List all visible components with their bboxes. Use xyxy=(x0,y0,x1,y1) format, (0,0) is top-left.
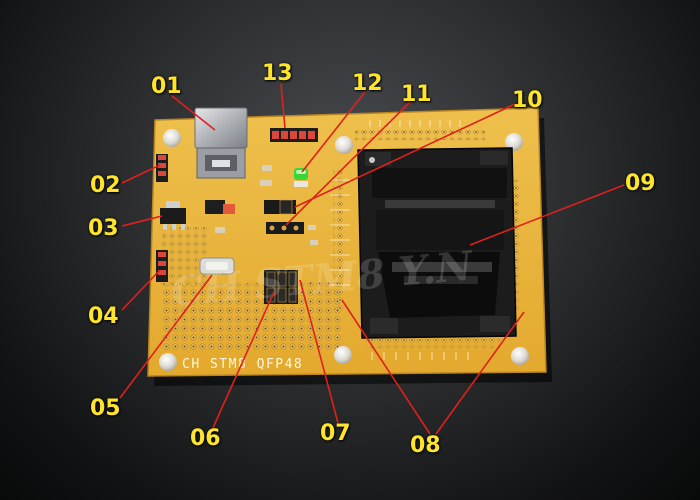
jumper-block xyxy=(264,270,298,304)
right-pin-column xyxy=(510,180,520,310)
standoff-bottom-left xyxy=(159,353,177,371)
top-pin-row xyxy=(355,130,485,140)
power-led xyxy=(294,168,308,187)
callout-06: 06 xyxy=(190,426,221,451)
callout-13: 13 xyxy=(262,61,293,86)
voltage-regulator xyxy=(160,201,186,230)
header-pins-lower-left xyxy=(156,250,168,282)
callout-08: 08 xyxy=(410,433,441,458)
qfp48-socket xyxy=(357,147,517,339)
standoff-bottom-mid xyxy=(334,346,352,364)
perfboard-area-left xyxy=(161,227,209,285)
standoff-top-left xyxy=(163,129,181,147)
standoff-top-mid xyxy=(335,136,353,154)
callout-12: 12 xyxy=(352,71,383,96)
swim-jumper xyxy=(266,222,304,234)
reset-jumper xyxy=(264,199,296,215)
callout-02: 02 xyxy=(90,173,121,198)
bottom-pin-row xyxy=(365,338,500,348)
smd-components xyxy=(205,165,318,245)
callout-09: 09 xyxy=(625,171,656,196)
callout-05: 05 xyxy=(90,396,121,421)
standoff-top-right xyxy=(505,133,523,151)
header-pins-upper-left xyxy=(156,154,168,182)
crystal xyxy=(199,257,235,275)
callout-01: 01 xyxy=(151,74,182,99)
standoff-bottom-right xyxy=(511,347,529,365)
callout-07: 07 xyxy=(320,421,351,446)
callout-10: 10 xyxy=(512,88,543,113)
callout-04: 04 xyxy=(88,304,119,329)
silkscreen-labels xyxy=(330,120,469,360)
silkscreen-text: CH STM8 QFP48 xyxy=(182,357,303,372)
callout-03: 03 xyxy=(88,216,119,241)
usb-connector xyxy=(194,107,248,179)
leader-lines xyxy=(119,83,625,435)
programming-header xyxy=(270,128,318,142)
callout-11: 11 xyxy=(401,82,432,107)
